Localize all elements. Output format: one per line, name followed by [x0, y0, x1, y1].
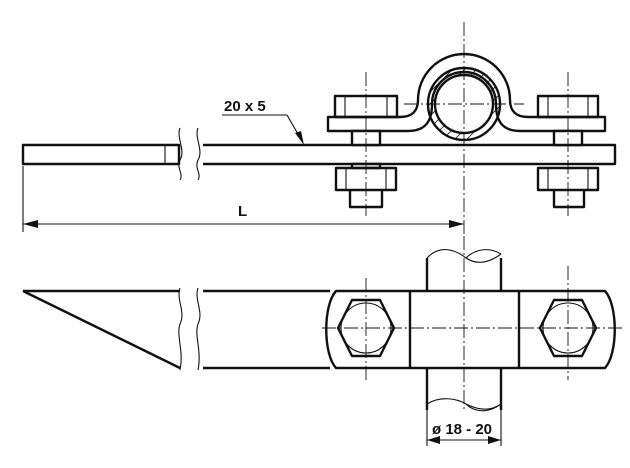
- bar-size-label: 20 x 5: [224, 98, 266, 115]
- right-bolt-side: [536, 94, 600, 209]
- flat-bar-plan: [22, 287, 330, 371]
- centerlines-plan: [322, 236, 625, 410]
- centerlines-side: [365, 22, 569, 236]
- length-label: L: [238, 203, 247, 220]
- length-dimension: L: [22, 166, 464, 232]
- pipe-plan: [425, 249, 503, 412]
- clamp-saddle: [326, 52, 607, 133]
- diameter-dimension: ø 18 - 20: [426, 410, 502, 446]
- plan-view: ø 18 - 20: [22, 236, 625, 446]
- bar-size-callout: 20 x 5: [222, 98, 304, 145]
- clamp-plate-plan: [325, 289, 616, 370]
- flat-bar-side: [21, 127, 617, 181]
- side-view: 20 x 5 L: [21, 22, 617, 236]
- diameter-label: ø 18 - 20: [432, 421, 492, 438]
